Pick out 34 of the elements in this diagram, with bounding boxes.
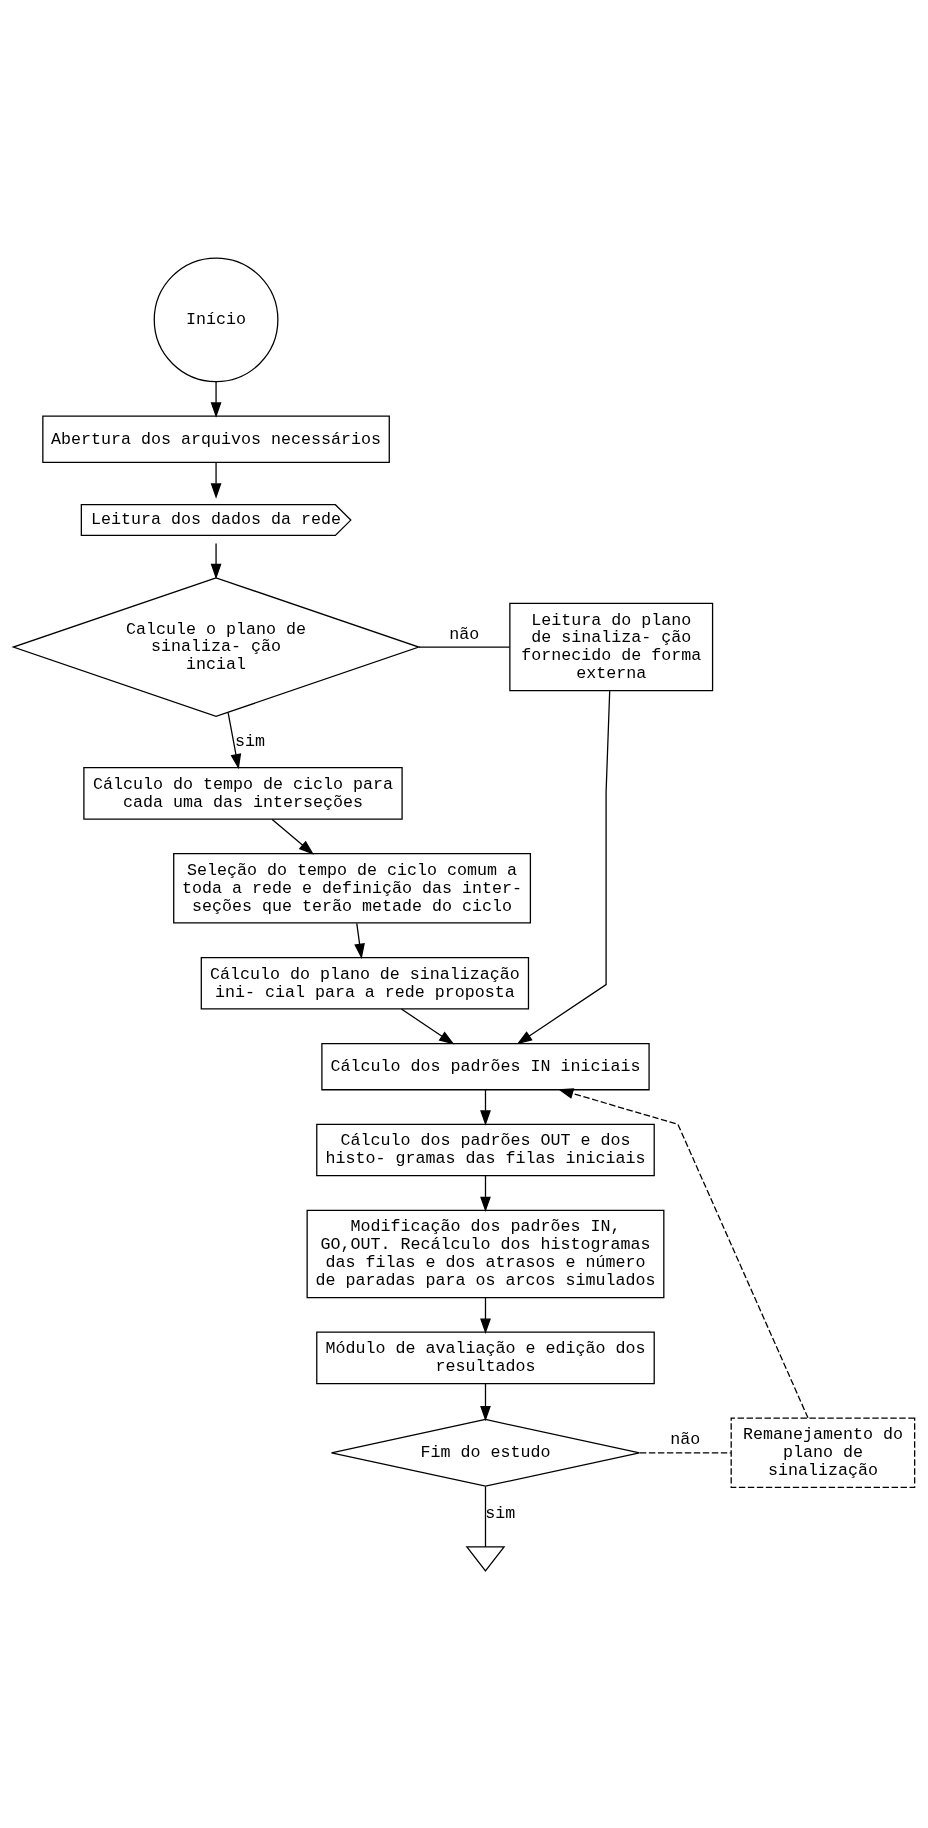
arrow: [480, 1174, 491, 1212]
node-box: Módulo de avaliação e edição dos resultados: [316, 1331, 655, 1384]
node-circle: Início: [153, 256, 279, 382]
node-box: Leitura do plano de sinaliza- ção fornecido de forma externa: [509, 602, 714, 691]
node-box: Cálculo do tempo de ciclo para cada uma das interseções: [83, 766, 403, 820]
connector: [639, 1451, 732, 1453]
node-box: Modificação dos padrões IN, GO,OUT. Recálculo dos histogramas das filas e dos atrasos e número de paradas para os arcos simulados: [306, 1209, 665, 1298]
arrow: [480, 1382, 491, 1421]
node-box: Seleção do tempo de ciclo comum a toda a rede e definição das inter- seções que terão metade do ciclo: [173, 852, 532, 924]
node-box: Cálculo dos padrões OUT e dos histo- gramas das filas iniciais: [316, 1123, 655, 1176]
arrow: [400, 1007, 455, 1045]
edge-label: não: [670, 1429, 701, 1449]
node-triangle: [465, 1545, 506, 1572]
edge-label: sim: [235, 731, 266, 751]
arrow: [354, 922, 365, 959]
edge-label: sim: [485, 1502, 516, 1522]
node-box: Remanejamento do plano de sinalização: [730, 1417, 916, 1488]
node-box: Abertura dos arquivos necessários: [42, 415, 390, 463]
connector: [418, 645, 511, 648]
arrow: [210, 461, 222, 499]
node-diamond: Fim do estudo: [330, 1418, 641, 1487]
arrow: [271, 818, 314, 855]
arrow: [210, 542, 222, 579]
arrow: [480, 1088, 491, 1126]
node-box: Cálculo dos padrões IN iniciais: [321, 1042, 650, 1090]
connector: [484, 1485, 487, 1547]
node-diamond: Calcule o plano de sinaliza- ção incial: [11, 576, 421, 717]
arrow: [480, 1296, 491, 1334]
arrow: [227, 711, 242, 769]
arrow: [210, 380, 222, 418]
arrow: [516, 689, 611, 1044]
edge-label: não: [449, 624, 480, 644]
arrow: [558, 1087, 809, 1418]
node-box: Cálculo do plano de sinalização ini- cial para a rede proposta: [200, 956, 530, 1010]
